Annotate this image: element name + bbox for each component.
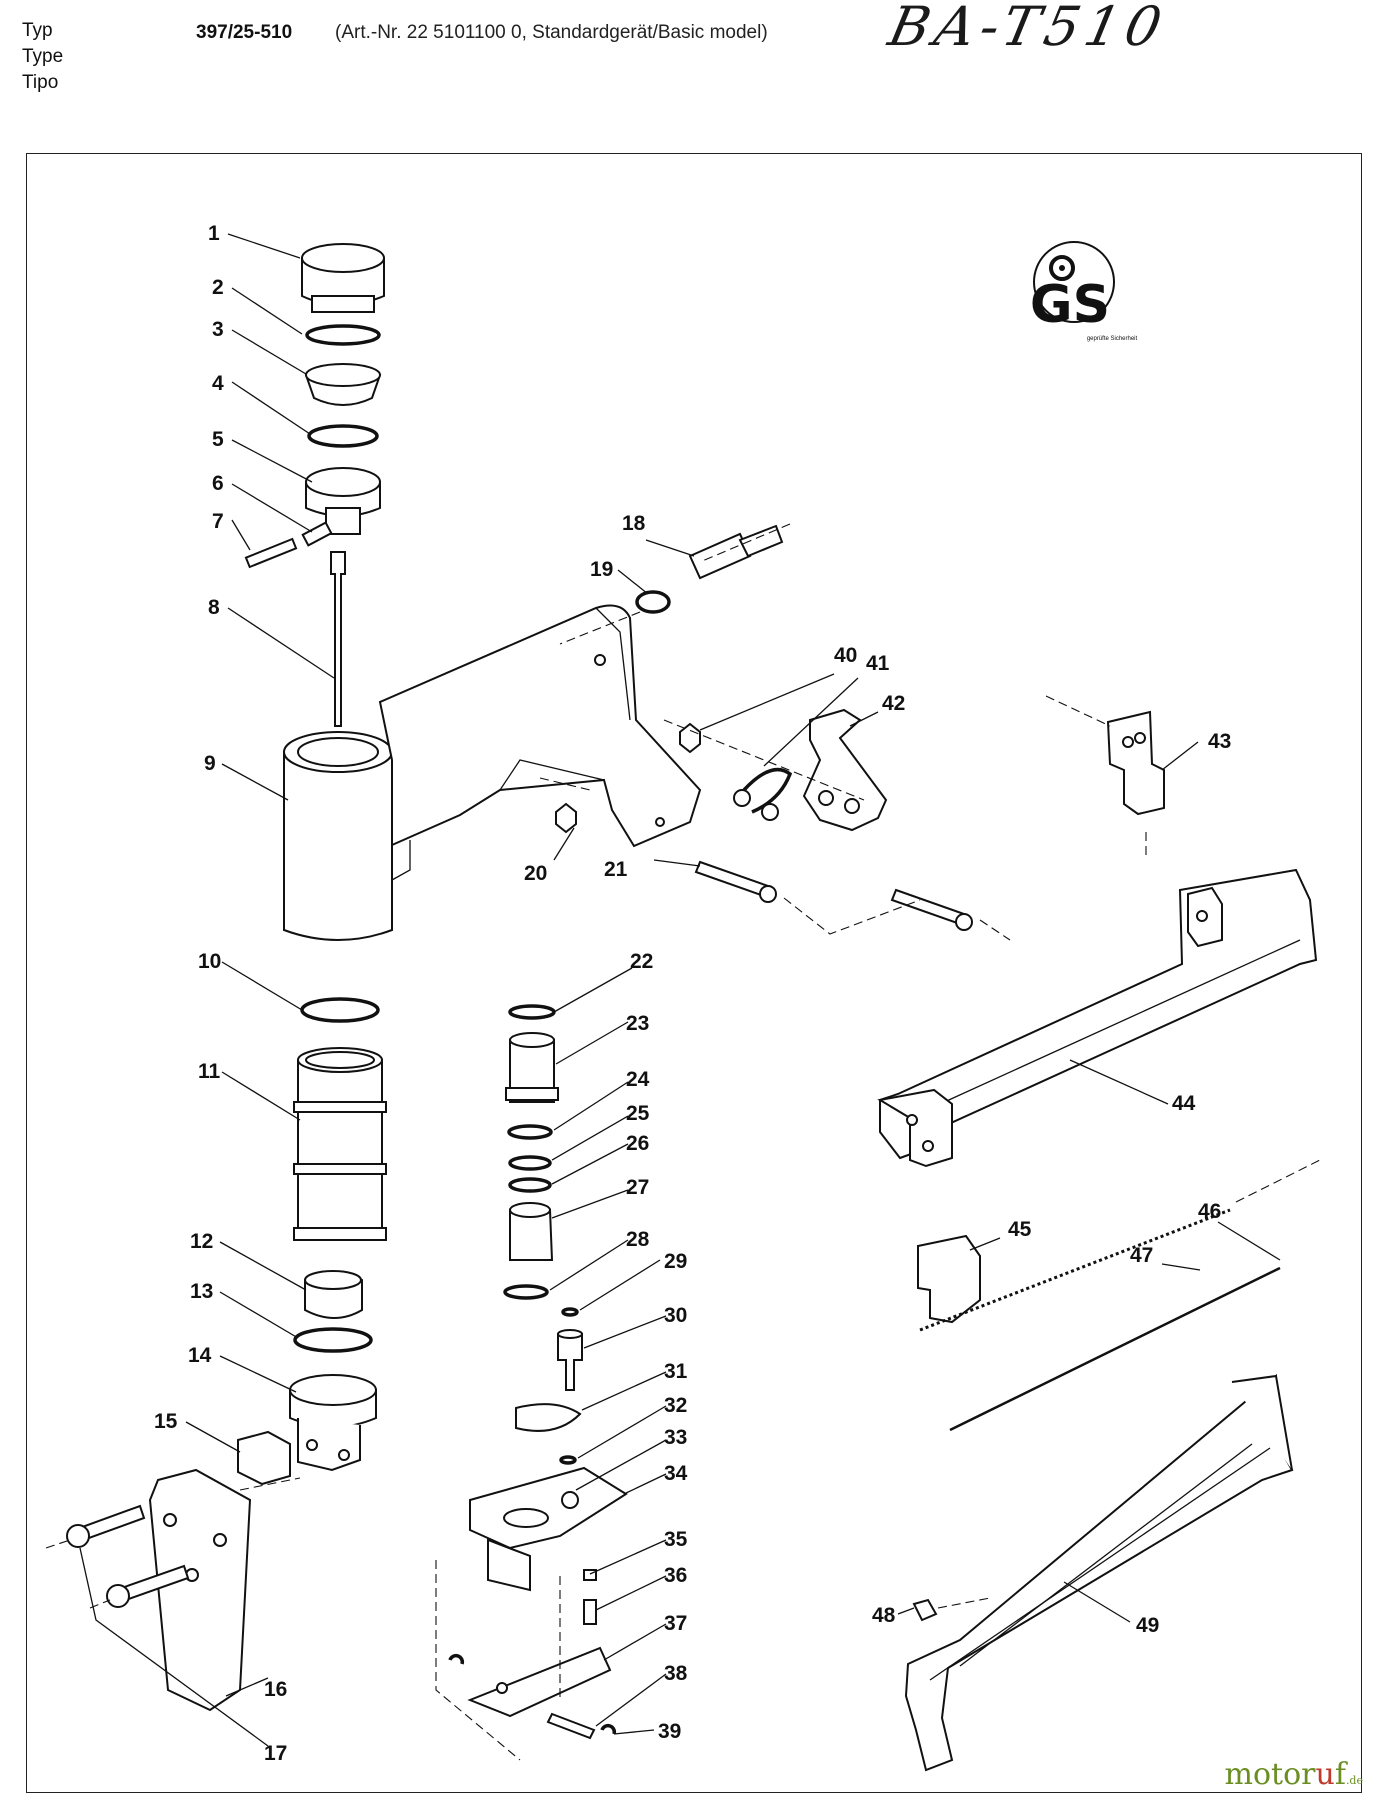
part-number-labels: 1 2 3 4 5 6 7 8 9 10 11 12 13 14 15 16 1… bbox=[154, 222, 1231, 1765]
part-label-14: 14 bbox=[188, 1344, 212, 1367]
part-label-28: 28 bbox=[626, 1228, 650, 1251]
tool-body bbox=[283, 604, 702, 941]
type-label-it: Tipo bbox=[22, 72, 59, 93]
part-label-43: 43 bbox=[1208, 730, 1231, 753]
part-label-18: 18 bbox=[622, 512, 646, 535]
part-label-6: 6 bbox=[212, 472, 224, 495]
part-label-46: 46 bbox=[1198, 1200, 1221, 1223]
part-label-13: 13 bbox=[190, 1280, 213, 1303]
part-label-30: 30 bbox=[664, 1304, 687, 1327]
part-label-5: 5 bbox=[212, 428, 224, 451]
part-label-27: 27 bbox=[626, 1176, 649, 1199]
watermark-logo: motoruf.de bbox=[1225, 1757, 1363, 1792]
gs-seal-caption: geprüfte Sicherheit bbox=[1087, 336, 1138, 342]
part-label-41: 41 bbox=[866, 652, 890, 675]
part-label-21: 21 bbox=[604, 858, 628, 881]
part-label-39: 39 bbox=[658, 1720, 681, 1743]
cylinder-assembly bbox=[289, 997, 387, 1472]
part-label-45: 45 bbox=[1008, 1218, 1032, 1241]
part-label-3: 3 bbox=[212, 318, 224, 341]
part-label-24: 24 bbox=[626, 1068, 650, 1091]
part-label-23: 23 bbox=[626, 1012, 649, 1035]
trigger-valve-assembly bbox=[435, 1004, 628, 1761]
part-label-35: 35 bbox=[664, 1528, 688, 1551]
part-label-16: 16 bbox=[264, 1678, 287, 1701]
part-label-34: 34 bbox=[664, 1462, 688, 1485]
part-label-1: 1 bbox=[208, 222, 220, 245]
gs-seal-logo: GS geprüfte Sicherheit bbox=[1030, 241, 1138, 342]
type-label-en: Type bbox=[22, 46, 64, 67]
part-label-38: 38 bbox=[664, 1662, 688, 1685]
watermark-text-3: f bbox=[1334, 1757, 1346, 1792]
part-label-25: 25 bbox=[626, 1102, 650, 1125]
watermark-text-2: u bbox=[1315, 1757, 1335, 1792]
part-label-17: 17 bbox=[264, 1742, 287, 1765]
part-label-42: 42 bbox=[882, 692, 905, 715]
part-label-9: 9 bbox=[204, 752, 216, 775]
part-label-12: 12 bbox=[190, 1230, 213, 1253]
part-label-20: 20 bbox=[524, 862, 547, 885]
part-label-44: 44 bbox=[1172, 1092, 1196, 1115]
air-inlet-and-trigger bbox=[539, 523, 1011, 941]
model-number: 397/25-510 bbox=[196, 22, 293, 43]
part-label-29: 29 bbox=[664, 1250, 687, 1273]
cylinder-cap-assembly bbox=[244, 243, 385, 727]
part-label-19: 19 bbox=[590, 558, 613, 581]
part-label-22: 22 bbox=[630, 950, 653, 973]
part-label-40: 40 bbox=[834, 644, 857, 667]
watermark-suffix: .de bbox=[1345, 1774, 1363, 1787]
nose-plate-assembly bbox=[45, 1430, 301, 1712]
type-labels: Typ Type Tipo bbox=[22, 18, 63, 96]
part-label-15: 15 bbox=[154, 1410, 178, 1433]
part-label-48: 48 bbox=[872, 1604, 896, 1627]
part-label-8: 8 bbox=[208, 596, 220, 619]
part-label-2: 2 bbox=[212, 276, 224, 299]
part-label-32: 32 bbox=[664, 1394, 687, 1417]
part-label-47: 47 bbox=[1130, 1244, 1153, 1267]
part-label-4: 4 bbox=[212, 372, 224, 395]
part-label-36: 36 bbox=[664, 1564, 687, 1587]
part-label-37: 37 bbox=[664, 1612, 687, 1635]
magazine-assembly bbox=[877, 695, 1321, 1772]
article-number: (Art.-Nr. 22 5101100 0, Standardgerät/Ba… bbox=[335, 22, 768, 43]
watermark-text-1: motor bbox=[1224, 1757, 1316, 1792]
diagram-frame bbox=[26, 153, 1362, 1793]
part-label-31: 31 bbox=[664, 1360, 688, 1383]
part-label-26: 26 bbox=[626, 1132, 649, 1155]
part-label-10: 10 bbox=[198, 950, 221, 973]
part-label-11: 11 bbox=[198, 1060, 221, 1083]
leader-lines bbox=[79, 233, 1281, 1747]
part-label-49: 49 bbox=[1136, 1614, 1159, 1637]
part-label-33: 33 bbox=[664, 1426, 687, 1449]
type-label-de: Typ bbox=[22, 20, 53, 41]
gs-seal-text: GS bbox=[1030, 275, 1110, 335]
part-label-7: 7 bbox=[212, 510, 224, 533]
